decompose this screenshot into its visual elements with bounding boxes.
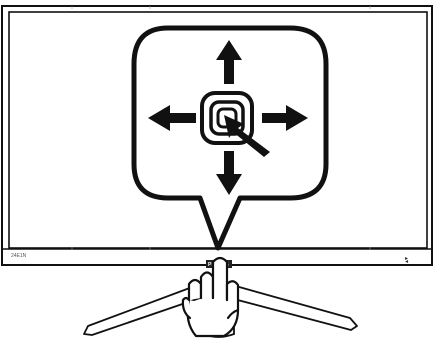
joystick-button-icon xyxy=(200,91,270,157)
model-label: 24E1N xyxy=(11,253,27,259)
osd-callout xyxy=(131,25,329,251)
power-indicator: ▴▾ xyxy=(403,257,410,263)
arrow-up-icon xyxy=(216,40,242,84)
arrow-left-icon xyxy=(148,105,196,131)
arrow-down-icon xyxy=(216,151,242,195)
right-leg xyxy=(229,284,358,331)
pressing-hand-icon xyxy=(181,256,240,338)
left-leg xyxy=(83,285,201,336)
arrow-right-icon xyxy=(262,105,308,131)
